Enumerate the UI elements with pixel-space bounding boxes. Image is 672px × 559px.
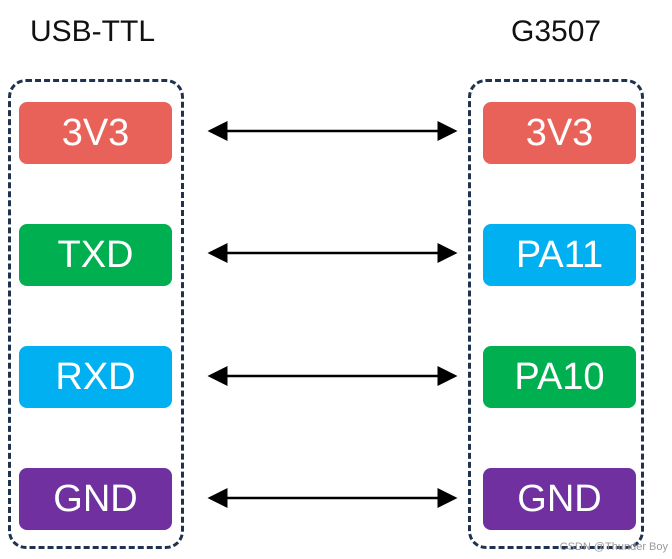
g3507-header: G3507 <box>511 15 602 48</box>
usb-ttl-header: USB-TTL <box>30 15 156 48</box>
csdn-watermark: CSDN @Thunder Boy <box>559 541 668 553</box>
g3507-pin-pa10: PA10 <box>483 346 636 408</box>
usb-ttl-pin-3v3: 3V3 <box>19 102 172 164</box>
g3507-pin-3v3: 3V3 <box>483 102 636 164</box>
usb-ttl-pin-txd: TXD <box>19 224 172 286</box>
usb-ttl-pin-rxd: RXD <box>19 346 172 408</box>
usb-ttl-pin-gnd: GND <box>19 468 172 530</box>
usb-ttl-group-border <box>8 79 184 549</box>
g3507-pin-gnd: GND <box>483 468 636 530</box>
g3507-group-border <box>468 79 644 549</box>
g3507-pin-pa11: PA11 <box>483 224 636 286</box>
